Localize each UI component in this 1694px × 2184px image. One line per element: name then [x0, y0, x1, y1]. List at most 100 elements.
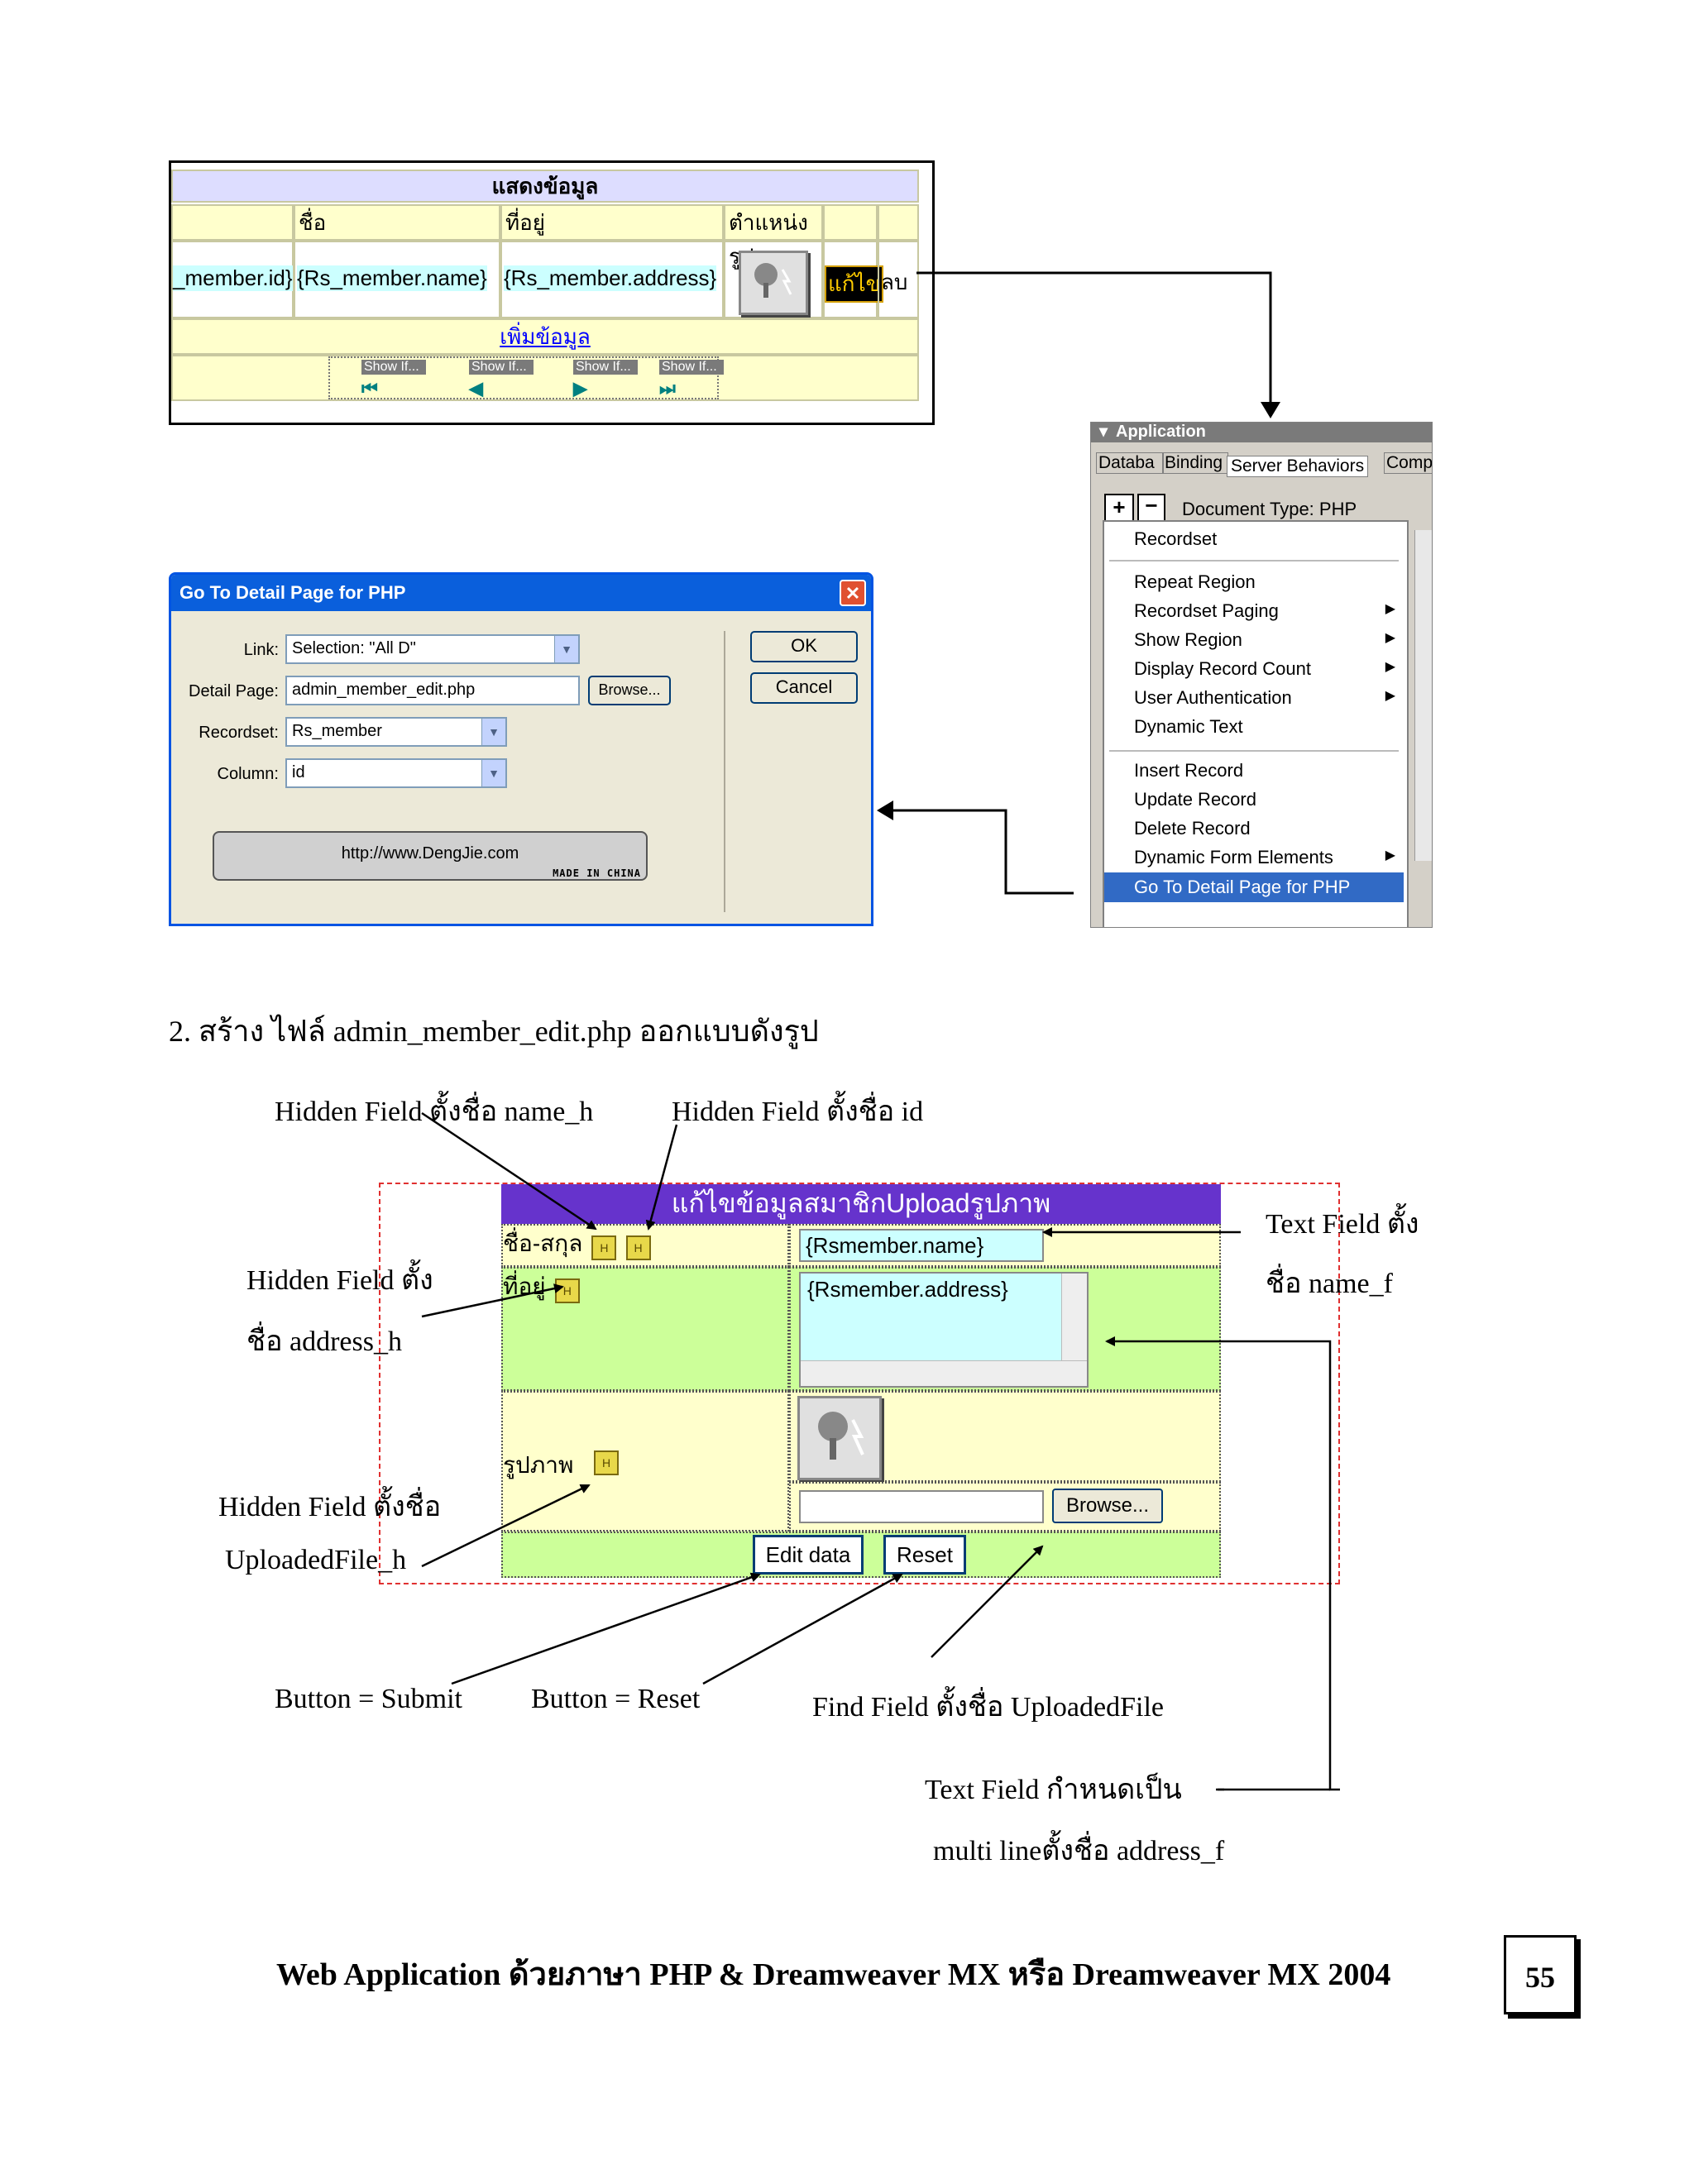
menu-item-dynamic-text[interactable]: Dynamic Text	[1134, 716, 1243, 737]
show-if-next[interactable]: Show If... ▶	[573, 360, 638, 400]
hidden-field-id-icon: H	[625, 1235, 651, 1260]
show-if-previous[interactable]: Show If... ◀	[469, 360, 534, 400]
annotation-button-reset: Button = Reset	[531, 1684, 701, 1714]
menu-separator	[1109, 750, 1399, 752]
table-header-address: ที่อยู่	[500, 204, 724, 241]
extension-banner: http://www.DengJie.com MADE IN CHINA	[213, 831, 648, 881]
cancel-button[interactable]: Cancel	[750, 672, 858, 704]
annotation-multiline-line1: Text Field กำหนดเป็น	[925, 1775, 1182, 1805]
banner-tag: MADE IN CHINA	[553, 867, 641, 879]
picture-label: รูปภาพ	[503, 1452, 574, 1478]
reset-button[interactable]: Reset	[883, 1535, 966, 1575]
add-behavior-button[interactable]: +	[1104, 494, 1134, 522]
close-icon[interactable]: ✕	[840, 580, 866, 606]
submenu-arrow-icon: ▶	[1385, 848, 1395, 863]
link-label: Link:	[243, 641, 279, 659]
address-f-textarea[interactable]: {Rsmember.address}	[799, 1272, 1089, 1388]
delete-link[interactable]: ลบ	[881, 270, 908, 294]
annotation-button-submit: Button = Submit	[275, 1684, 462, 1714]
buttons-row: Edit data Reset	[501, 1532, 1221, 1578]
banner-url: http://www.DengJie.com	[341, 844, 519, 863]
browse-button[interactable]: Browse...	[588, 676, 671, 705]
panel-title-bar: ▾ Application	[1091, 423, 1432, 442]
submenu-arrow-icon: ▶	[1385, 689, 1395, 703]
step-2-instruction: 2. สร้าง ไฟล์ admin_member_edit.php ออกแ…	[169, 1015, 819, 1048]
menu-item-display-record-count[interactable]: Display Record Count▶	[1134, 658, 1395, 679]
chevron-down-icon: ▼	[481, 760, 505, 786]
table-header-name: ชื่อ	[294, 204, 500, 241]
add-data-link[interactable]: เพิ่มข้อมูล	[500, 324, 591, 349]
server-behaviors-menu: Recordset Repeat Region Recordset Paging…	[1103, 520, 1409, 927]
annotation-text-field-name-f-line2: ชื่อ name_f	[1266, 1269, 1393, 1299]
annotation-multiline-line2: multi lineตั้งชื่อ address_f	[933, 1836, 1225, 1866]
picture-label-cell: รูปภาพ H	[501, 1391, 789, 1532]
browse-file-button[interactable]: Browse...	[1052, 1489, 1163, 1523]
picture-preview-cell	[789, 1391, 1221, 1482]
table-header-cell	[171, 204, 294, 241]
recordset-label: Recordset:	[199, 724, 279, 742]
menu-item-recordset-paging[interactable]: Recordset Paging▶	[1134, 600, 1395, 621]
textarea-vertical-scrollbar[interactable]	[1061, 1274, 1087, 1363]
member-address-field: {Rs_member.address}	[504, 265, 717, 291]
application-panel: ▾ Application Databa Binding Server Beha…	[1090, 422, 1433, 928]
annotation-hidden-uploadedfile-h-line2: UploadedFile_h	[225, 1545, 407, 1575]
chevron-down-icon: ▼	[554, 636, 578, 662]
scrollbar[interactable]	[1414, 530, 1432, 861]
link-select[interactable]: Selection: "All D"▼	[285, 634, 580, 664]
submenu-arrow-icon: ▶	[1385, 631, 1395, 645]
footer-title: Web Application ด้วยภาษา PHP & Dreamweav…	[276, 1957, 1391, 1992]
column-select[interactable]: id▼	[285, 758, 507, 788]
last-page-icon: ⏭	[659, 378, 676, 399]
display-table-title: แสดงข้อมูล	[171, 170, 919, 203]
connector-arrows	[877, 271, 1280, 895]
edit-form-mock: แก้ไขข้อมูลสมาชิกUploadรูปภาพ ชื่อ-สกุล …	[501, 1184, 1221, 1584]
go-to-detail-dialog: Go To Detail Page for PHP ✕ Link: Select…	[169, 572, 873, 926]
address-label-cell: ที่อยู่ H	[501, 1267, 789, 1391]
name-input-cell: {Rsmember.name}	[789, 1224, 1221, 1267]
show-if-first[interactable]: Show If... ⏮	[361, 360, 426, 400]
member-name-field: {Rs_member.name}	[297, 265, 487, 291]
tab-server-behaviors[interactable]: Server Behaviors	[1227, 456, 1369, 477]
menu-item-go-to-detail-page[interactable]: Go To Detail Page for PHP	[1104, 872, 1404, 902]
form-header: แก้ไขข้อมูลสมาชิกUploadรูปภาพ	[501, 1184, 1221, 1224]
table-header-cell	[878, 204, 919, 241]
document-type-label: Document Type: PHP	[1182, 499, 1357, 519]
detail-page-label: Detail Page:	[189, 682, 279, 700]
form-design-area	[379, 1183, 1340, 1584]
textarea-horizontal-scrollbar[interactable]	[801, 1360, 1087, 1386]
name-label-cell: ชื่อ-สกุล H H	[501, 1224, 789, 1267]
tab-components[interactable]: Compo	[1384, 452, 1432, 474]
edit-data-submit-button[interactable]: Edit data	[753, 1535, 864, 1575]
paging-row: Show If... ⏮ Show If... ◀ Show If... ▶ S…	[171, 355, 919, 401]
image-placeholder-icon	[739, 251, 808, 315]
menu-item-repeat-region[interactable]: Repeat Region	[1134, 571, 1256, 592]
hidden-field-name-h-icon: H	[591, 1235, 617, 1260]
menu-item-insert-record[interactable]: Insert Record	[1134, 760, 1244, 781]
annotation-hidden-address-h-line1: Hidden Field ตั้ง	[246, 1265, 433, 1296]
show-if-last[interactable]: Show If... ⏭	[659, 360, 724, 400]
remove-behavior-button[interactable]: −	[1137, 494, 1165, 522]
collapse-arrow-icon[interactable]: ▾	[1099, 423, 1108, 441]
menu-item-update-record[interactable]: Update Record	[1134, 789, 1256, 810]
ok-button[interactable]: OK	[750, 631, 858, 662]
detail-page-input[interactable]: admin_member_edit.php	[285, 676, 580, 705]
dialog-divider	[724, 631, 725, 912]
recordset-select[interactable]: Rs_member▼	[285, 717, 507, 747]
annotation-hidden-uploadedfile-h-line1: Hidden Field ตั้งชื่อ	[218, 1492, 442, 1522]
annotation-hidden-address-h-line2: ชื่อ address_h	[246, 1326, 402, 1357]
menu-item-delete-record[interactable]: Delete Record	[1134, 818, 1251, 839]
address-input-cell: {Rsmember.address}	[789, 1267, 1221, 1391]
page-number-box: 55	[1504, 1935, 1577, 2014]
display-table-screenshot: แสดงข้อมูล ชื่อ ที่อยู่ ตำแหน่งรูป _memb…	[169, 160, 935, 425]
menu-item-recordset[interactable]: Recordset	[1134, 528, 1218, 549]
annotation-hidden-id: Hidden Field ตั้งชื่อ id	[672, 1097, 924, 1127]
annotation-arrows	[421, 1111, 1340, 1791]
uploadedfile-input[interactable]	[799, 1490, 1044, 1523]
menu-item-user-authentication[interactable]: User Authentication▶	[1134, 687, 1395, 708]
tab-databases[interactable]: Databa	[1096, 452, 1164, 474]
name-f-input[interactable]: {Rsmember.name}	[799, 1229, 1044, 1262]
menu-item-show-region[interactable]: Show Region▶	[1134, 629, 1395, 650]
edit-link[interactable]: แก้ไข	[825, 265, 884, 303]
menu-item-dynamic-form-elements[interactable]: Dynamic Form Elements▶	[1134, 847, 1395, 867]
annotation-find-field: Find Field ตั้งชื่อ UploadedFile	[812, 1692, 1164, 1723]
